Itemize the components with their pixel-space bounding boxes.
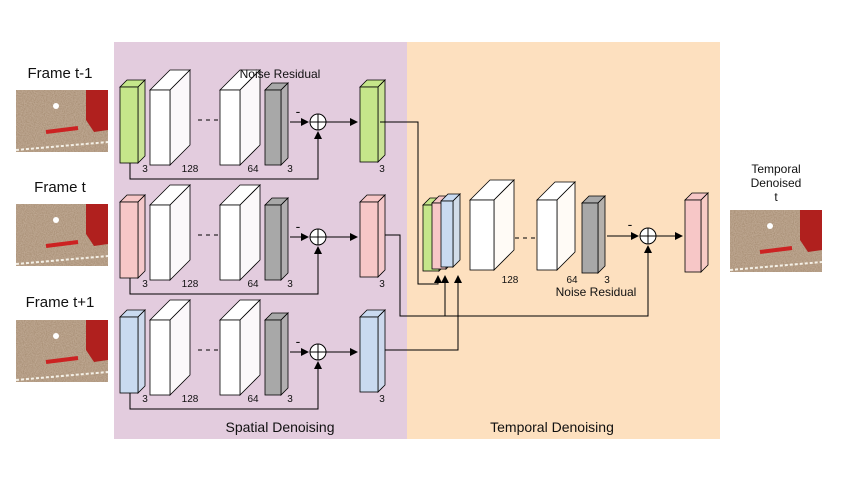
channel-label: 3 bbox=[142, 394, 148, 405]
channel-label: 3 bbox=[604, 275, 610, 286]
channel-label: 128 bbox=[182, 394, 199, 405]
conv-block-128 bbox=[149, 184, 191, 281]
noisy-frame-image bbox=[15, 204, 109, 266]
frame-label: Frame t+1 bbox=[26, 294, 95, 311]
minus-sign: - bbox=[296, 333, 301, 349]
skip-connection bbox=[129, 246, 322, 295]
conv-block-64 bbox=[219, 184, 261, 281]
noisy-frame-image bbox=[15, 320, 109, 382]
spatial-row: Frame t+1 3 128 64 3 3 - bbox=[15, 294, 386, 410]
temporal-panel-label: Temporal Denoising bbox=[490, 419, 614, 435]
noisy-frame-image bbox=[15, 90, 109, 152]
conv-block-3 bbox=[264, 197, 289, 281]
sum-node bbox=[309, 113, 327, 131]
minus-sign: - bbox=[628, 216, 633, 232]
frame-label: Frame t-1 bbox=[27, 65, 92, 82]
connector bbox=[428, 275, 442, 285]
channel-label: 64 bbox=[247, 164, 259, 175]
skip-connection bbox=[129, 131, 322, 180]
noise-residual-label: Noise Residual bbox=[556, 285, 637, 299]
output-feature-block bbox=[359, 309, 386, 393]
input-feature-block bbox=[119, 79, 146, 164]
channel-label: 3 bbox=[287, 394, 293, 405]
channel-label: 128 bbox=[182, 279, 199, 290]
denoised-frame-image bbox=[729, 210, 823, 272]
channel-label: 128 bbox=[182, 164, 199, 175]
output-feature-block bbox=[359, 194, 386, 278]
stacked-input-block bbox=[440, 193, 461, 268]
minus-sign: - bbox=[296, 103, 301, 119]
sum-node bbox=[309, 343, 327, 361]
channel-label: 64 bbox=[247, 394, 259, 405]
spatial-row: Frame t 3 128 64 3 3 - bbox=[15, 179, 386, 295]
temporal-conv-block-64 bbox=[536, 181, 576, 271]
conv-block-128 bbox=[149, 299, 191, 396]
channel-label: 3 bbox=[142, 164, 148, 175]
spatial-panel-label: Spatial Denoising bbox=[226, 419, 335, 435]
temporal-output-block bbox=[684, 192, 709, 273]
spatial-row: Frame t-1 3 128 64 3 3 - Noise Residual bbox=[15, 65, 386, 180]
channel-label: 3 bbox=[379, 164, 385, 175]
channel-label: 3 bbox=[142, 279, 148, 290]
temporal-conv-block-128 bbox=[469, 179, 515, 271]
conv-block-128 bbox=[149, 69, 191, 166]
connector bbox=[380, 121, 428, 285]
connector bbox=[385, 275, 462, 351]
temporal-conv-block-3 bbox=[581, 195, 606, 274]
sum-node bbox=[639, 227, 657, 245]
minus-sign: - bbox=[296, 218, 301, 234]
channel-label: 3 bbox=[379, 279, 385, 290]
skip-connection bbox=[129, 361, 322, 410]
skip-connection bbox=[445, 245, 652, 317]
frame-label: Frame t bbox=[34, 179, 87, 196]
input-feature-block bbox=[119, 194, 146, 279]
channel-label: 3 bbox=[379, 394, 385, 405]
channel-label: 64 bbox=[247, 279, 259, 290]
channel-label: 3 bbox=[287, 279, 293, 290]
sum-node bbox=[309, 228, 327, 246]
conv-block-3 bbox=[264, 82, 289, 166]
input-feature-block bbox=[119, 309, 146, 394]
conv-block-64 bbox=[219, 69, 261, 166]
connector bbox=[385, 234, 445, 317]
conv-block-64 bbox=[219, 299, 261, 396]
channel-label: 128 bbox=[502, 275, 519, 286]
channel-label: 3 bbox=[287, 164, 293, 175]
output-feature-block bbox=[359, 79, 386, 163]
channel-label: 64 bbox=[566, 275, 578, 286]
noise-residual-label: Noise Residual bbox=[240, 67, 321, 81]
conv-block-3 bbox=[264, 312, 289, 396]
